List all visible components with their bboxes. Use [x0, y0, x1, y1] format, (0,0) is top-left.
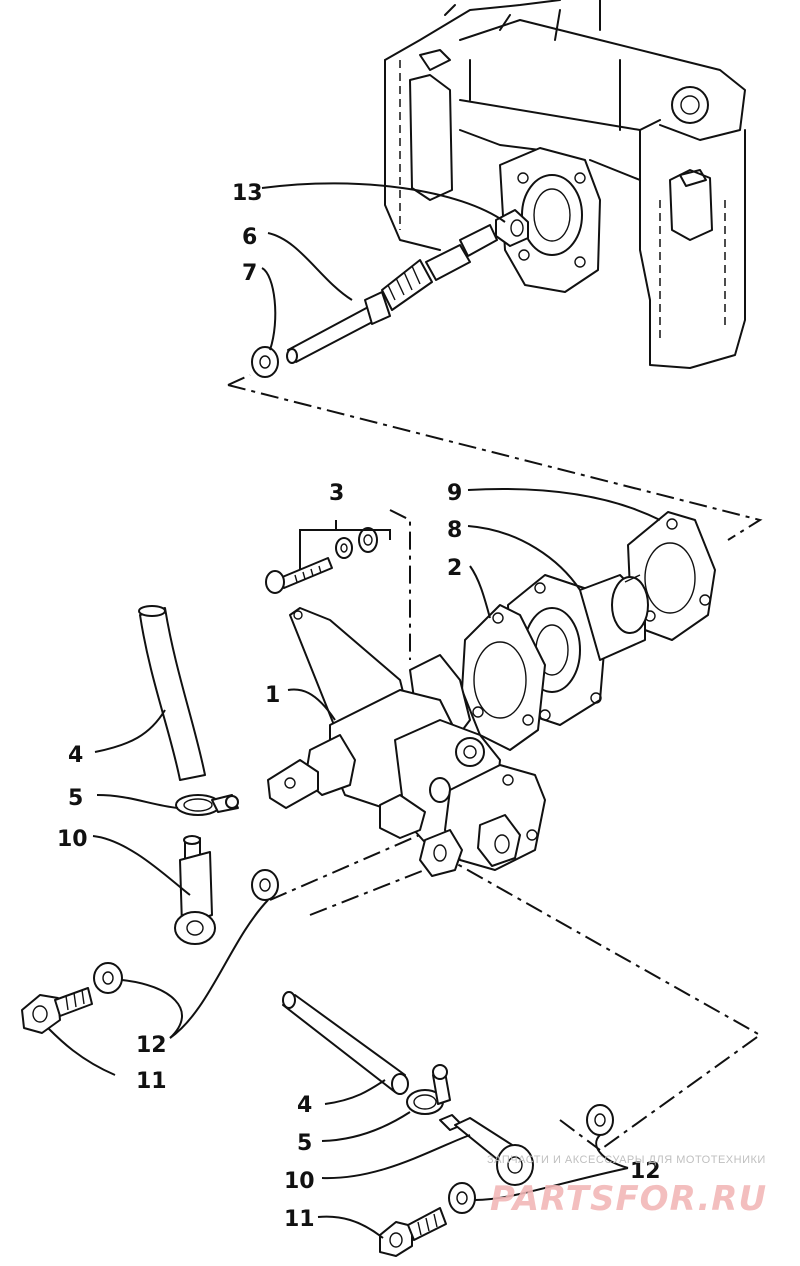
callout-11-upper: 11 [136, 1069, 167, 1094]
callout-labels: 13 6 7 3 9 8 2 1 4 5 10 12 11 4 5 10 12 … [57, 181, 661, 1232]
callout-6: 6 [242, 225, 257, 250]
part-11-bolt-upper [21, 987, 93, 1034]
part-4-hose-lower [282, 991, 409, 1095]
part-5-clamp-upper [175, 794, 239, 816]
callout-5-upper: 5 [68, 786, 83, 811]
watermark: ЗАПЧАСТИ И АКСЕССУАРЫ ДЛЯ МОТОТЕХНИКИ PA… [487, 1154, 767, 1219]
callout-5-lower: 5 [297, 1131, 312, 1156]
part-5-clamp-lower [406, 1064, 451, 1115]
callout-12-lower: 12 [630, 1159, 661, 1184]
part-2-gasket [461, 604, 546, 751]
callout-13: 13 [232, 181, 263, 206]
callout-9: 9 [447, 481, 462, 506]
callout-8: 8 [447, 518, 462, 543]
watermark-tagline: ЗАПЧАСТИ И АКСЕССУАРЫ ДЛЯ МОТОТЕХНИКИ [487, 1154, 766, 1166]
callout-3: 3 [329, 481, 344, 506]
part-7-washer [251, 346, 279, 378]
part-11-bolt-lower [379, 1207, 447, 1257]
callout-7: 7 [242, 261, 257, 286]
callout-4-lower: 4 [297, 1093, 312, 1118]
leader-lines [47, 182, 661, 1239]
callout-1: 1 [265, 683, 280, 708]
part-10-banjo-lower [439, 1114, 534, 1186]
callout-11-lower: 11 [284, 1207, 315, 1232]
case-pump-flange [499, 147, 601, 293]
watermark-logo: PARTSFOR.RU [490, 1179, 767, 1219]
callout-4-upper: 4 [68, 743, 83, 768]
callout-10-upper: 10 [57, 827, 88, 852]
part-10-banjo-upper [174, 835, 216, 945]
part-3-screw-and-washers [265, 520, 391, 594]
part-6-drive-shaft [286, 224, 498, 364]
engine-crankcase [384, 0, 746, 369]
part-12-washers-upper [93, 869, 279, 994]
part-1-oil-pump [267, 607, 546, 877]
callout-12-upper: 12 [136, 1033, 167, 1058]
callout-10-lower: 10 [284, 1169, 315, 1194]
part-4-hose-upper [138, 605, 206, 781]
callout-2: 2 [447, 556, 462, 581]
